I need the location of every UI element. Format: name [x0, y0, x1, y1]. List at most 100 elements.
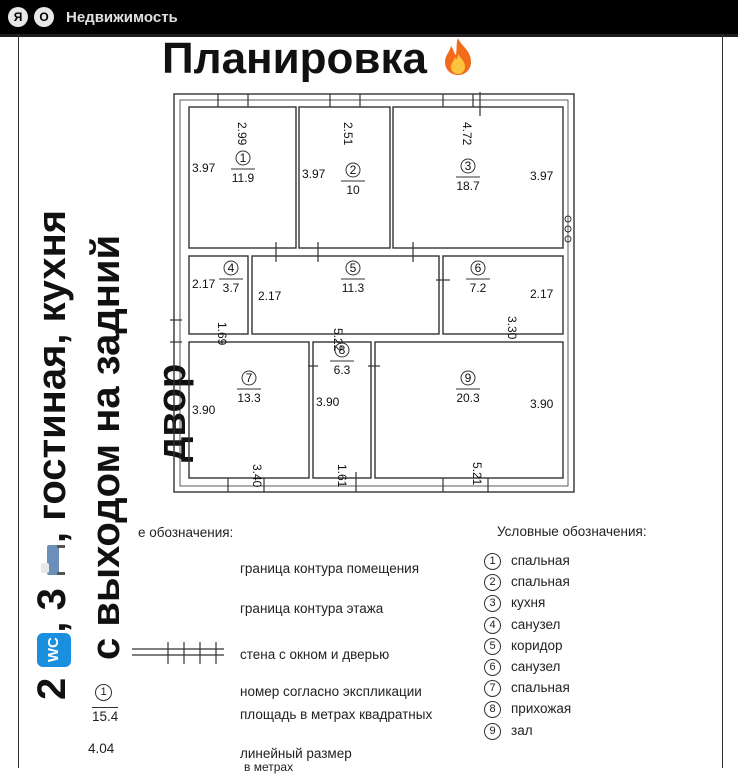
room-5-area: 11.3: [342, 281, 365, 295]
sample-num-circle: 1: [95, 684, 112, 701]
legend-sample-length: 4.04: [88, 741, 115, 756]
room-3-number: 3: [465, 159, 472, 173]
legend-item-label: спальная: [511, 553, 570, 569]
room-6-width: 3.30: [505, 316, 519, 340]
room-3-area: 18.7: [456, 179, 480, 193]
room-7-number: 7: [246, 371, 253, 385]
room-6-area: 7.2: [470, 281, 487, 295]
room-8-number: 8: [339, 343, 346, 357]
room-1-number: 1: [240, 151, 247, 165]
room-4-number: 4: [228, 261, 235, 275]
room-2-number-circle: [345, 162, 361, 178]
room-7-height: 3.90: [192, 403, 216, 417]
legend-item-label: спальная: [511, 680, 570, 696]
bed-icon: [32, 543, 77, 577]
legend-item-number: 6: [484, 658, 501, 676]
separator: [0, 34, 738, 37]
room-1-height: 3.97: [192, 161, 216, 175]
legend-item-number: 5: [484, 637, 501, 655]
wall-window-door-symbol: [132, 642, 224, 664]
room-3-height: 3.97: [530, 169, 554, 183]
room-5-outline: [251, 255, 440, 335]
room-2-height: 3.97: [302, 167, 326, 181]
room-1-area: 11.9: [232, 171, 255, 185]
room-4-width: 1.69: [215, 322, 229, 346]
legend-item-number: 4: [484, 616, 501, 634]
wc-icon: WC: [37, 632, 72, 667]
legend-room-contour: граница контура помещения: [240, 561, 420, 576]
legend-number: номер согласно экспликации: [240, 684, 422, 699]
legend-item-7: 7 спальная: [484, 680, 571, 701]
room-5-number: 5: [350, 261, 357, 275]
legend-length: линейный размер: [240, 746, 352, 761]
legend-meters: в метрах: [244, 760, 294, 774]
room-8-number-circle: [334, 342, 350, 358]
fire-icon: [439, 36, 477, 87]
room-9-area: 20.3: [456, 391, 480, 405]
legend-item-number: 7: [484, 680, 501, 698]
room-6-number: 6: [475, 261, 482, 275]
room-6-outline: [442, 255, 564, 335]
room-1-number-circle: [235, 150, 251, 166]
room-5-width: 5.22: [331, 328, 345, 352]
room-9-width: 5.21: [470, 462, 484, 486]
legend-left-heading: е обозначения:: [138, 525, 234, 540]
legend-area: площадь в метрах квадратных: [240, 707, 433, 722]
wc-count: 2: [30, 677, 74, 700]
room-8-area: 6.3: [334, 363, 351, 377]
outer-wall: [173, 93, 575, 493]
vertical-line-1: 2 WC , 3 , гостиная, кухня: [30, 210, 77, 700]
room-2-number: 2: [350, 163, 357, 177]
room-3-width: 4.72: [460, 122, 474, 146]
brand-name: Недвижимость: [66, 8, 178, 26]
legend-item-label: коридор: [511, 637, 563, 653]
room-4-number-circle: [223, 260, 239, 276]
page-title: Планировка: [162, 34, 477, 87]
room-8-height: 3.90: [316, 395, 340, 409]
rooms-text: , гостиная, кухня: [30, 209, 74, 544]
room-7-area: 13.3: [237, 391, 261, 405]
room-9-number-circle: [460, 370, 476, 386]
legend-item-5: 5 коридор: [484, 637, 571, 659]
legend-item-number: 2: [484, 574, 501, 592]
legend-item-label: спальная: [511, 574, 570, 590]
legend-floor-contour: граница контура этажа: [240, 601, 384, 616]
legend-item-label: санузел: [511, 659, 561, 674]
room-5-height: 2.17: [258, 289, 282, 303]
legend-item-number: 3: [484, 595, 501, 613]
top-bar: Я О Недвижимость: [0, 0, 738, 34]
room-6-number-circle: [470, 260, 486, 276]
title-text: Планировка: [162, 34, 427, 83]
yandex-logo-icon: Я: [8, 7, 28, 27]
room-2-outline: [298, 106, 391, 249]
room-8-width: 1.61: [335, 464, 349, 488]
room-7-width: 3.40: [250, 464, 264, 488]
legend-item-4: 4 санузел: [484, 616, 571, 638]
legend-item-number: 8: [484, 701, 501, 719]
room-8-outline: [312, 341, 372, 479]
outer-wall-inner: [179, 99, 569, 487]
legend-item-2: 2 спальная: [484, 574, 571, 595]
room-2-area: 10: [346, 183, 360, 197]
bed-count: , 3: [30, 588, 74, 633]
brand[interactable]: Я О Недвижимость: [8, 6, 178, 28]
room-5-number-circle: [345, 260, 361, 276]
room-1-outline: [188, 106, 297, 249]
wc-icon-label: WC: [45, 637, 63, 663]
legend-sample-num: 1: [95, 684, 118, 701]
room-1-width: 2.99: [235, 122, 249, 146]
room-9-number: 9: [465, 371, 472, 385]
room-4-area: 3.7: [223, 281, 240, 295]
room-4-outline: [188, 255, 249, 335]
legend-item-label: санузел: [511, 616, 561, 632]
room-3-outline: [392, 106, 564, 249]
room-9-height: 3.90: [530, 397, 554, 411]
vertical-line-2: с выходом на задний: [84, 234, 128, 660]
frame-left-line: [18, 34, 19, 768]
legend-item-label: прихожая: [511, 701, 572, 717]
